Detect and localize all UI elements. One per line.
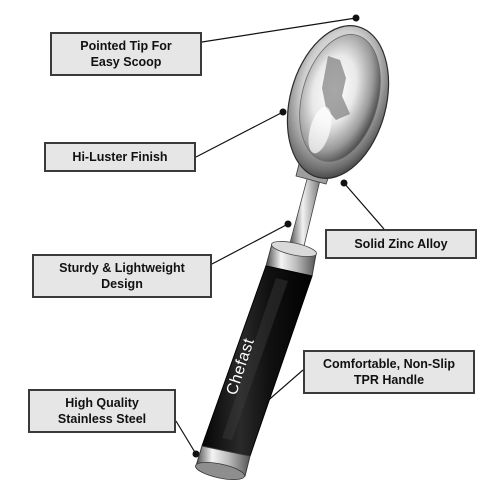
callout-sturdy-lightweight: Sturdy & Lightweight Design [32, 254, 212, 298]
bottom-ferrule [195, 445, 251, 480]
leader-lines [175, 17, 385, 455]
callout-pointed-tip: Pointed Tip For Easy Scoop [50, 32, 202, 76]
callout-stainless-steel-line2: Stainless Steel [57, 412, 147, 426]
callout-stainless-steel-line1: High Quality [65, 396, 139, 410]
callout-tpr-handle-line2: TPR Handle [353, 373, 425, 387]
leader-sturdy [211, 223, 289, 265]
callout-tpr-handle: Comfortable, Non-Slip TPR Handle [303, 350, 475, 394]
top-ferrule [265, 241, 317, 277]
leader-dot-tip [352, 14, 360, 22]
tpr-handle: Chefast [201, 265, 313, 457]
callout-hi-luster-finish-line1: Hi-Luster Finish [72, 150, 168, 164]
callout-stainless-steel: High Quality Stainless Steel [28, 389, 176, 433]
leader-dot-sturdy [284, 220, 292, 228]
leader-tip [201, 17, 357, 43]
callout-hi-luster-finish: Hi-Luster Finish [44, 142, 196, 172]
leader-tpr [263, 369, 304, 405]
leader-steel [175, 420, 197, 455]
callout-sturdy-lightweight-line1: Sturdy & Lightweight [59, 261, 185, 275]
bowl-reflection [322, 56, 350, 120]
callout-pointed-tip-line2: Easy Scoop [90, 55, 162, 69]
leader-dot-zinc [340, 179, 348, 187]
leader-zinc [343, 182, 385, 230]
callout-tpr-handle-line1: Comfortable, Non-Slip [323, 357, 455, 371]
callout-solid-zinc-alloy: Solid Zinc Alloy [325, 229, 477, 259]
leader-dot-finish [279, 108, 287, 116]
scoop-bowl [286, 25, 390, 179]
callout-pointed-tip-line1: Pointed Tip For [80, 39, 172, 53]
leader-finish [195, 111, 284, 158]
leader-dot-steel [192, 450, 200, 458]
callout-solid-zinc-alloy-line1: Solid Zinc Alloy [354, 237, 448, 251]
callout-sturdy-lightweight-line2: Design [101, 277, 143, 291]
